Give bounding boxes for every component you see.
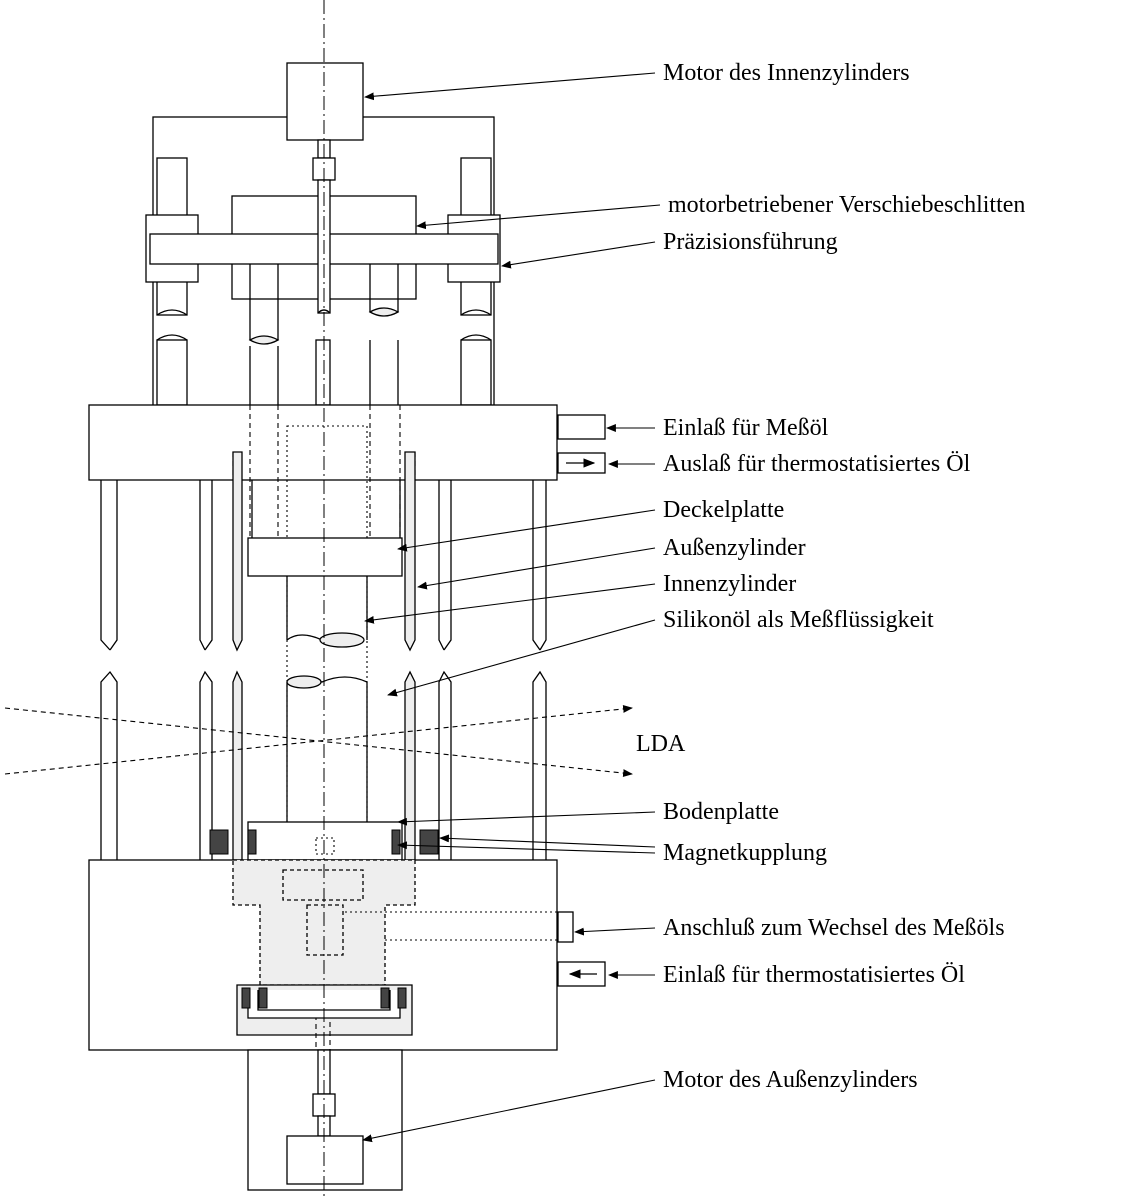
label-base-plate: Bodenplatte bbox=[663, 799, 779, 825]
label-silicone-oil: Silikonöl als Meßflüssigkeit bbox=[663, 607, 934, 633]
label-carriage: motorbetriebener Verschiebeschlitten bbox=[668, 192, 1025, 218]
label-magnetic-coupling: Magnetkupplung bbox=[663, 840, 827, 866]
motor-inner-cylinder bbox=[286, 62, 364, 406]
motor-outer-cylinder bbox=[247, 1049, 403, 1191]
label-lda: LDA bbox=[636, 731, 686, 757]
label-motor-outer: Motor des Außenzylinders bbox=[663, 1067, 918, 1093]
vessel-upper bbox=[100, 451, 547, 652]
bottom-housing bbox=[88, 859, 606, 1051]
top-plate bbox=[88, 404, 606, 840]
label-oil-change-port: Anschluß zum Wechsel des Meßöls bbox=[663, 915, 1005, 941]
leader-lines bbox=[362, 72, 661, 1143]
label-outer-cylinder: Außenzylinder bbox=[663, 535, 806, 561]
label-motor-inner: Motor des Innenzylinders bbox=[663, 60, 910, 86]
label-guide: Präzisionsführung bbox=[663, 229, 838, 255]
label-inlet-thermo-oil: Einlaß für thermostatisiertes Öl bbox=[663, 962, 965, 988]
label-outlet-thermo-oil: Auslaß für thermostatisiertes Öl bbox=[663, 451, 971, 477]
label-inner-cylinder: Innenzylinder bbox=[663, 571, 796, 597]
labels: Motor des Innenzylinders motorbetriebene… bbox=[636, 60, 1025, 1093]
lda-beams bbox=[4, 704, 633, 778]
label-inlet-measuring-oil: Einlaß für Meßöl bbox=[663, 415, 829, 441]
label-cover-plate: Deckelplatte bbox=[663, 497, 784, 523]
